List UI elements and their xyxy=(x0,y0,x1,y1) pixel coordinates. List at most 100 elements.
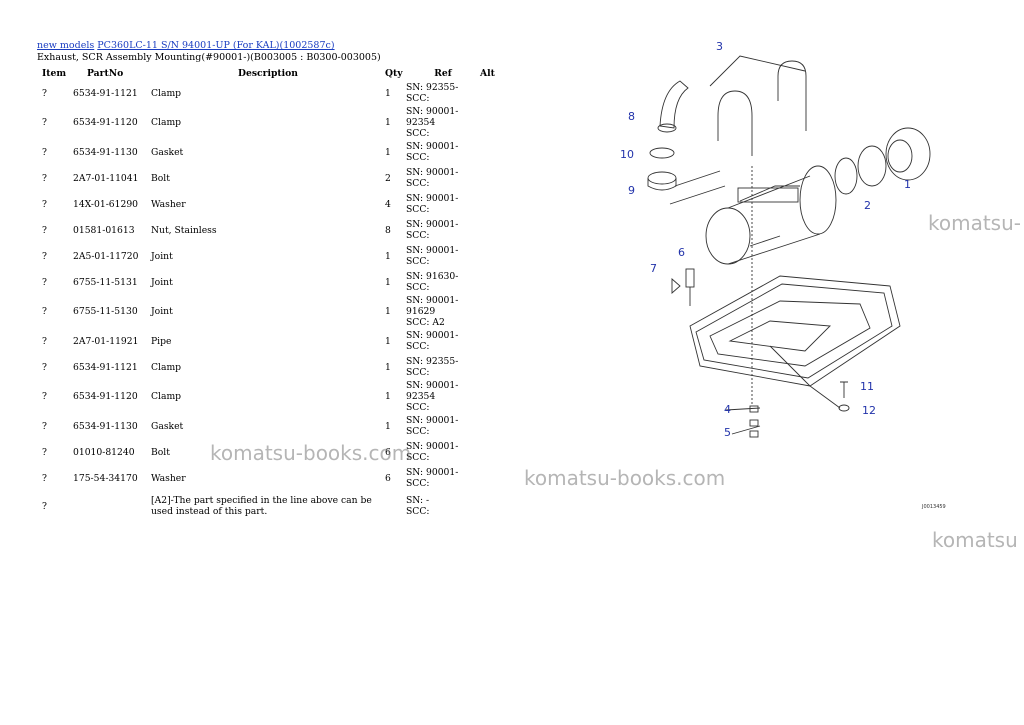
row-ref-scc: SCC: xyxy=(406,152,430,163)
row-item: ? xyxy=(42,198,47,210)
row-ref-scc: SCC: xyxy=(406,256,430,267)
row-ref: SN: 90001-SCC: xyxy=(406,191,480,217)
row-ref-sn: SN: 91630- xyxy=(406,271,459,282)
row-ref: SN: 90001-SCC: xyxy=(406,439,480,465)
callout-3: 3 xyxy=(716,40,723,53)
note-text: [A2]-The part specified in the line abov… xyxy=(151,491,385,521)
callout-12: 12 xyxy=(862,404,876,417)
row-partno: 6755-11-5131 xyxy=(73,276,138,288)
watermark-1: komatsu-books.com xyxy=(210,441,412,465)
row-item: ? xyxy=(42,361,47,373)
row-item: ? xyxy=(42,250,47,262)
row-ref-sn: SN: 90001-92354 xyxy=(406,380,459,402)
table-row-note: ? [A2]-The part specified in the line abo… xyxy=(36,491,510,521)
row-item: ? xyxy=(42,172,47,184)
row-alt xyxy=(480,439,510,465)
callout-2: 2 xyxy=(864,199,871,212)
row-alt xyxy=(480,191,510,217)
row-item: ? xyxy=(42,117,47,128)
row-ref: SN: 90001-SCC: xyxy=(406,165,480,191)
row-partno: 2A7-01-11041 xyxy=(73,172,139,184)
callout-4: 4 xyxy=(724,403,731,416)
row-ref: SN: 90001-SCC: xyxy=(406,139,480,165)
row-alt xyxy=(480,243,510,269)
row-qty: 1 xyxy=(385,391,391,402)
header-description: Description xyxy=(238,67,298,79)
row-item: ? xyxy=(42,391,47,402)
row-ref-sn: SN: 92355- xyxy=(406,356,459,367)
row-item: ? xyxy=(42,472,47,484)
breadcrumb-link-model[interactable]: PC360LC-11 S/N 94001-UP (For KAL)(100258… xyxy=(97,40,335,51)
row-description: Bolt xyxy=(151,172,170,184)
row-alt xyxy=(480,413,510,439)
breadcrumb-link-new-models[interactable]: new models xyxy=(37,40,95,51)
note-ref-scc: SCC: xyxy=(406,506,430,517)
watermark-3: komatsu- xyxy=(928,211,1021,235)
row-qty: 1 xyxy=(385,146,391,158)
row-ref-sn: SN: 90001- xyxy=(406,245,459,256)
row-ref-sn: SN: 90001- xyxy=(406,193,459,204)
row-qty: 1 xyxy=(385,250,391,262)
callout-6: 6 xyxy=(678,246,685,259)
row-qty: 1 xyxy=(385,117,391,128)
row-description: Gasket xyxy=(151,420,184,432)
row-ref-scc: SCC: xyxy=(406,341,430,352)
note-item: ? xyxy=(42,500,47,512)
row-qty: 1 xyxy=(385,306,391,317)
row-ref: SN: 92355-SCC: xyxy=(406,354,480,380)
row-ref-sn: SN: 90001- xyxy=(406,415,459,426)
row-ref-scc: SCC: xyxy=(406,426,430,437)
row-alt xyxy=(480,269,510,295)
row-alt xyxy=(480,165,510,191)
row-item: ? xyxy=(42,146,47,158)
row-ref-sn: SN: 90001-92354 xyxy=(406,106,459,128)
callout-7: 7 xyxy=(650,262,657,275)
row-partno: 6534-91-1121 xyxy=(73,361,138,373)
watermark-4: komatsu xyxy=(932,528,1018,552)
note-ref-sn: SN: - xyxy=(406,495,430,506)
row-qty: 6 xyxy=(385,446,391,458)
exploded-parts-diagram: 3 8 10 9 1 2 6 7 11 4 12 5 J0013459 xyxy=(620,40,946,510)
row-description: Clamp xyxy=(151,117,182,128)
row-ref-sn: SN: 90001- xyxy=(406,141,459,152)
row-ref-scc: SCC: xyxy=(406,128,430,139)
row-partno: 6534-91-1121 xyxy=(73,87,138,99)
row-alt xyxy=(480,354,510,380)
row-item: ? xyxy=(42,446,47,458)
row-ref-scc: SCC: xyxy=(406,204,430,215)
row-partno: 6755-11-5130 xyxy=(73,306,138,317)
row-ref-scc: SCC: xyxy=(406,367,430,378)
row-description: Joint xyxy=(151,306,173,317)
figure-code: J0013459 xyxy=(921,504,946,510)
row-description: Pipe xyxy=(151,335,172,347)
note-partno xyxy=(73,491,151,521)
row-item: ? xyxy=(42,306,47,317)
row-partno: 6534-91-1120 xyxy=(73,117,138,128)
row-partno: 2A7-01-11921 xyxy=(73,335,139,347)
row-alt xyxy=(480,465,510,491)
row-ref-sn: SN: 90001-91629 xyxy=(406,295,459,317)
row-qty: 1 xyxy=(385,276,391,288)
row-ref-sn: SN: 90001- xyxy=(406,167,459,178)
row-qty: 2 xyxy=(385,172,391,184)
row-partno: 2A5-01-11720 xyxy=(73,250,139,262)
row-description: Joint xyxy=(151,276,173,288)
row-ref-scc: SCC: xyxy=(406,93,430,104)
row-qty: 1 xyxy=(385,420,391,432)
row-ref-sn: SN: 90001- xyxy=(406,467,459,478)
row-ref: SN: 90001-SCC: xyxy=(406,243,480,269)
row-description: Washer xyxy=(151,198,186,210)
row-alt xyxy=(480,295,510,328)
header-item: Item xyxy=(42,67,67,79)
parts-table-header: Item PartNo Description Qty Ref Alt xyxy=(36,66,510,80)
